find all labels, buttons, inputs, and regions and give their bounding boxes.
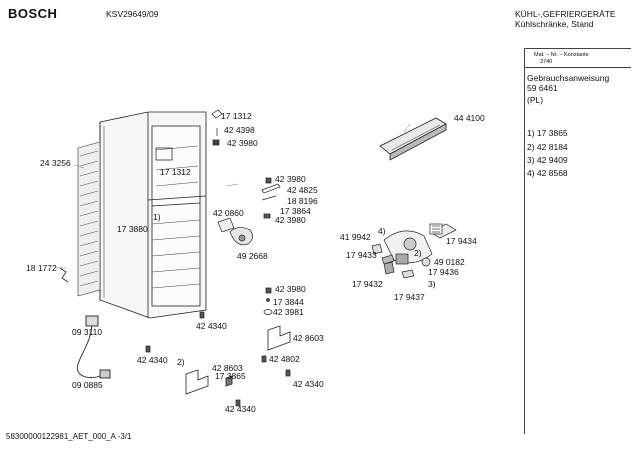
part-label: 42 0860 <box>213 208 244 218</box>
part-label: 17 9434 <box>446 236 477 246</box>
part-label: 42 3980 <box>227 138 258 148</box>
part-label: 42 3981 <box>273 307 304 317</box>
fridge-cabinet <box>99 111 207 319</box>
part-label: 09 3110 <box>72 327 103 337</box>
part-label: 44 4100 <box>454 113 485 123</box>
part-label: 42 4398 <box>224 125 255 135</box>
part-label: 17 3844 <box>273 297 304 307</box>
part-label: 49 0182 <box>434 257 465 267</box>
constant-value: 3740 <box>540 59 553 65</box>
part-label: 17 9437 <box>394 292 425 302</box>
fan-control-assembly <box>371 223 457 279</box>
condenser-coil <box>77 141 101 297</box>
note-marker: 2) <box>414 248 422 258</box>
sidebar-panel <box>524 48 631 434</box>
part-label: 42 3980 <box>275 284 306 294</box>
wire-harness <box>59 267 69 283</box>
part-label: 09 0885 <box>72 380 103 390</box>
manual-label: Gebrauchsanweisung <box>527 73 610 83</box>
door-handle-bar <box>379 117 447 161</box>
part-label: 42 4340 <box>293 379 324 389</box>
note-item: 1) 17 3865 <box>527 128 568 138</box>
power-cord <box>76 315 111 379</box>
document-id: 58300000122981_AET_000_A -3/1 <box>6 432 132 441</box>
part-label: 17 1312 <box>221 111 252 121</box>
constant-box <box>524 48 631 68</box>
category-subtitle: Kühlschränke, Stand <box>515 19 594 29</box>
note-item: 4) 42 8568 <box>527 168 568 178</box>
lamp-housing <box>217 217 253 246</box>
part-label: 17 3865 <box>215 371 246 381</box>
note-marker: 3) <box>428 279 436 289</box>
note-item: 3) 42 9409 <box>527 155 568 165</box>
part-label: 42 4802 <box>269 354 300 364</box>
part-label: 41 9942 <box>340 232 371 242</box>
part-label: 17 9432 <box>352 279 383 289</box>
part-label: 42 4340 <box>225 404 256 414</box>
part-label: 17 9436 <box>428 267 459 277</box>
manual-language: (PL) <box>527 95 544 105</box>
part-label: 18 1772 <box>26 263 57 273</box>
part-label: 17 1312 <box>160 167 191 177</box>
part-label: 24 3256 <box>40 158 71 168</box>
part-label: 42 4825 <box>287 185 318 195</box>
part-label: 18 8196 <box>287 196 318 206</box>
part-label: 49 2668 <box>237 251 268 261</box>
note-marker: 4) <box>378 226 386 236</box>
part-label: 42 4340 <box>137 355 168 365</box>
top-hinge-parts <box>211 109 223 146</box>
thermostat-parts <box>261 177 281 219</box>
part-label: 17 3864 <box>280 206 311 216</box>
part-label: 42 4340 <box>196 321 227 331</box>
part-label: 42 3980 <box>275 215 306 225</box>
note-marker: 1) <box>153 212 161 222</box>
note-item: 2) 42 8184 <box>527 142 568 152</box>
constant-label: Mat. – Nr. – Konstante <box>534 52 589 58</box>
part-label: 17 3880 <box>117 224 148 234</box>
brand-logo: BOSCH <box>8 6 58 21</box>
part-label: 42 8603 <box>293 333 324 343</box>
leader-lines <box>56 123 411 269</box>
category-title: KÜHL-,GEFRIERGERÄTE <box>515 9 616 19</box>
part-label: 42 3980 <box>275 174 306 184</box>
note-marker: 2) <box>177 357 185 367</box>
part-label: 42 8603 <box>212 363 243 373</box>
part-label: 17 9433 <box>346 250 377 260</box>
manual-number: 59 6461 <box>527 83 558 93</box>
screws-bottom <box>145 287 291 407</box>
door-hinges <box>185 325 291 395</box>
model-number: KSV29649/09 <box>106 9 159 19</box>
